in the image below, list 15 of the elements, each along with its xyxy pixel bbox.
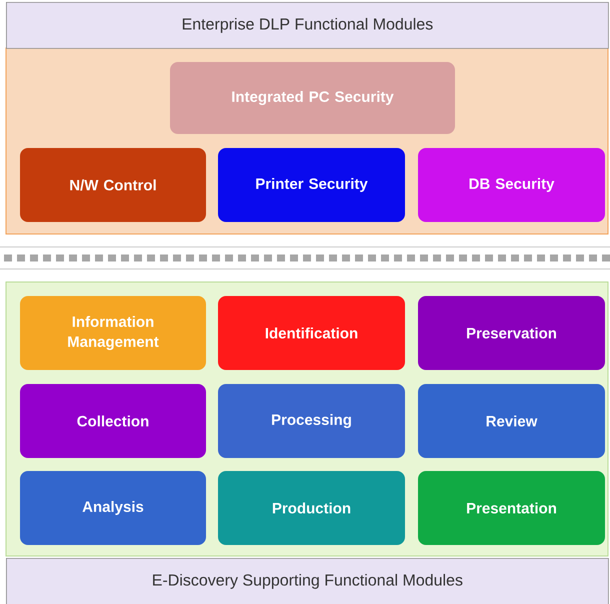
module-box: Identification xyxy=(218,296,405,370)
node-label: E-Discovery Supporting Functional Modules xyxy=(153,574,462,589)
module-box: Integrated PC Security xyxy=(170,62,455,134)
module-box: Preservation xyxy=(418,296,605,370)
module-box: Collection xyxy=(20,384,206,458)
module-box: Printer Security xyxy=(218,148,405,222)
module-box: Review xyxy=(418,384,605,458)
module-box: DB Security xyxy=(418,148,605,222)
node-label: Enterprise DLP Functional Modules xyxy=(182,18,433,33)
module-box: Analysis xyxy=(20,471,206,545)
module-box: Information Management xyxy=(20,296,206,370)
module-box: Presentation xyxy=(418,471,605,545)
module-box: Processing xyxy=(218,384,405,458)
module-box: Production xyxy=(218,471,405,545)
module-box: N/W Control xyxy=(20,148,206,222)
